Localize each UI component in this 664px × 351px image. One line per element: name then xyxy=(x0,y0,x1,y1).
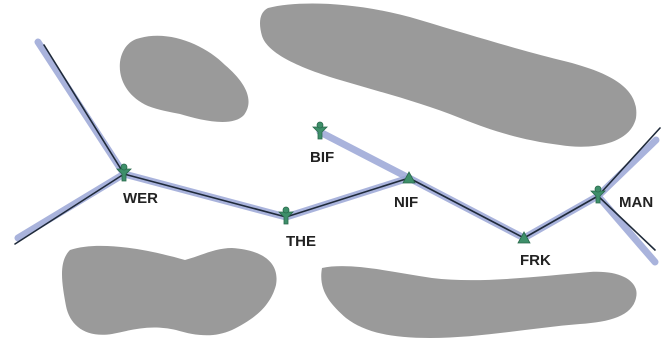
node-label-bif: BIF xyxy=(310,149,334,166)
obstacle-bottom-left xyxy=(62,245,277,336)
obstacles xyxy=(62,3,637,338)
highlight-bif-spur xyxy=(316,128,413,182)
highlight-man-spur xyxy=(594,136,660,200)
obstacle-bottom-right xyxy=(321,266,637,338)
node-label-nif: NIF xyxy=(394,194,418,211)
route-man-spur xyxy=(597,127,661,197)
route-wer-spur xyxy=(43,44,125,175)
obstacle-top-right xyxy=(260,3,637,147)
node-label-frk: FRK xyxy=(520,252,551,269)
triangle-icon xyxy=(402,171,416,184)
triangle-icon xyxy=(517,231,531,244)
antenna-icon xyxy=(278,206,294,225)
antenna-icon xyxy=(312,121,328,140)
node-label-the: THE xyxy=(286,233,316,250)
antenna-icon xyxy=(116,163,132,182)
node-labels: WER THE NIF BIF FRK MAN xyxy=(123,149,653,269)
obstacle-top-left xyxy=(119,35,249,122)
node-markers xyxy=(116,121,606,244)
node-label-wer: WER xyxy=(123,190,158,207)
node-label-man: MAN xyxy=(619,194,653,211)
antenna-icon xyxy=(590,185,606,204)
